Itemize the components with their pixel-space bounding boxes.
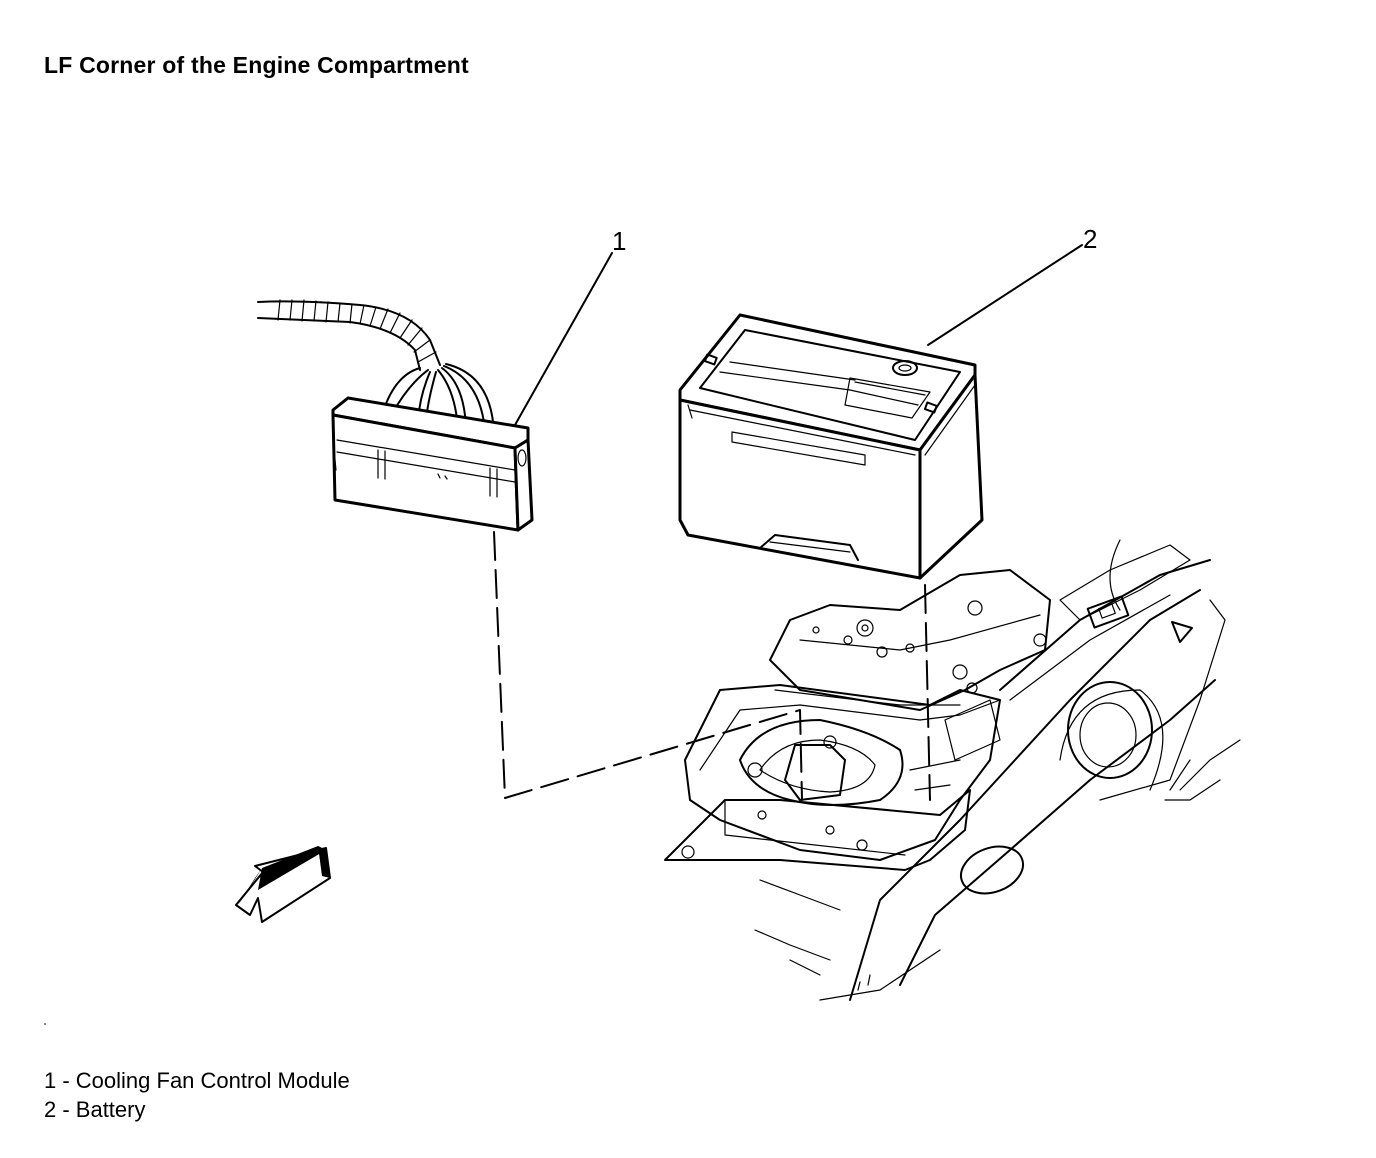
- location-leader-lines: [493, 531, 931, 801]
- battery-illustration: [678, 313, 984, 580]
- engine-compartment-structure: [664, 539, 1241, 1001]
- callout-2-leader: [927, 244, 1083, 346]
- callout-1-leader: [514, 252, 613, 426]
- legend: 1 - Cooling Fan Control Module 2 - Batte…: [44, 1066, 350, 1124]
- cooling-fan-control-module-illustration: [257, 299, 534, 532]
- legend-item-2: 2 - Battery: [44, 1097, 146, 1122]
- stray-mark: [44, 1023, 46, 1025]
- callout-2-label: 2: [1083, 224, 1097, 254]
- forward-arrow-icon: [235, 846, 331, 923]
- callout-1-label: 1: [612, 226, 626, 256]
- legend-item-1: 1 - Cooling Fan Control Module: [44, 1068, 350, 1093]
- page-title: LF Corner of the Engine Compartment: [44, 52, 469, 78]
